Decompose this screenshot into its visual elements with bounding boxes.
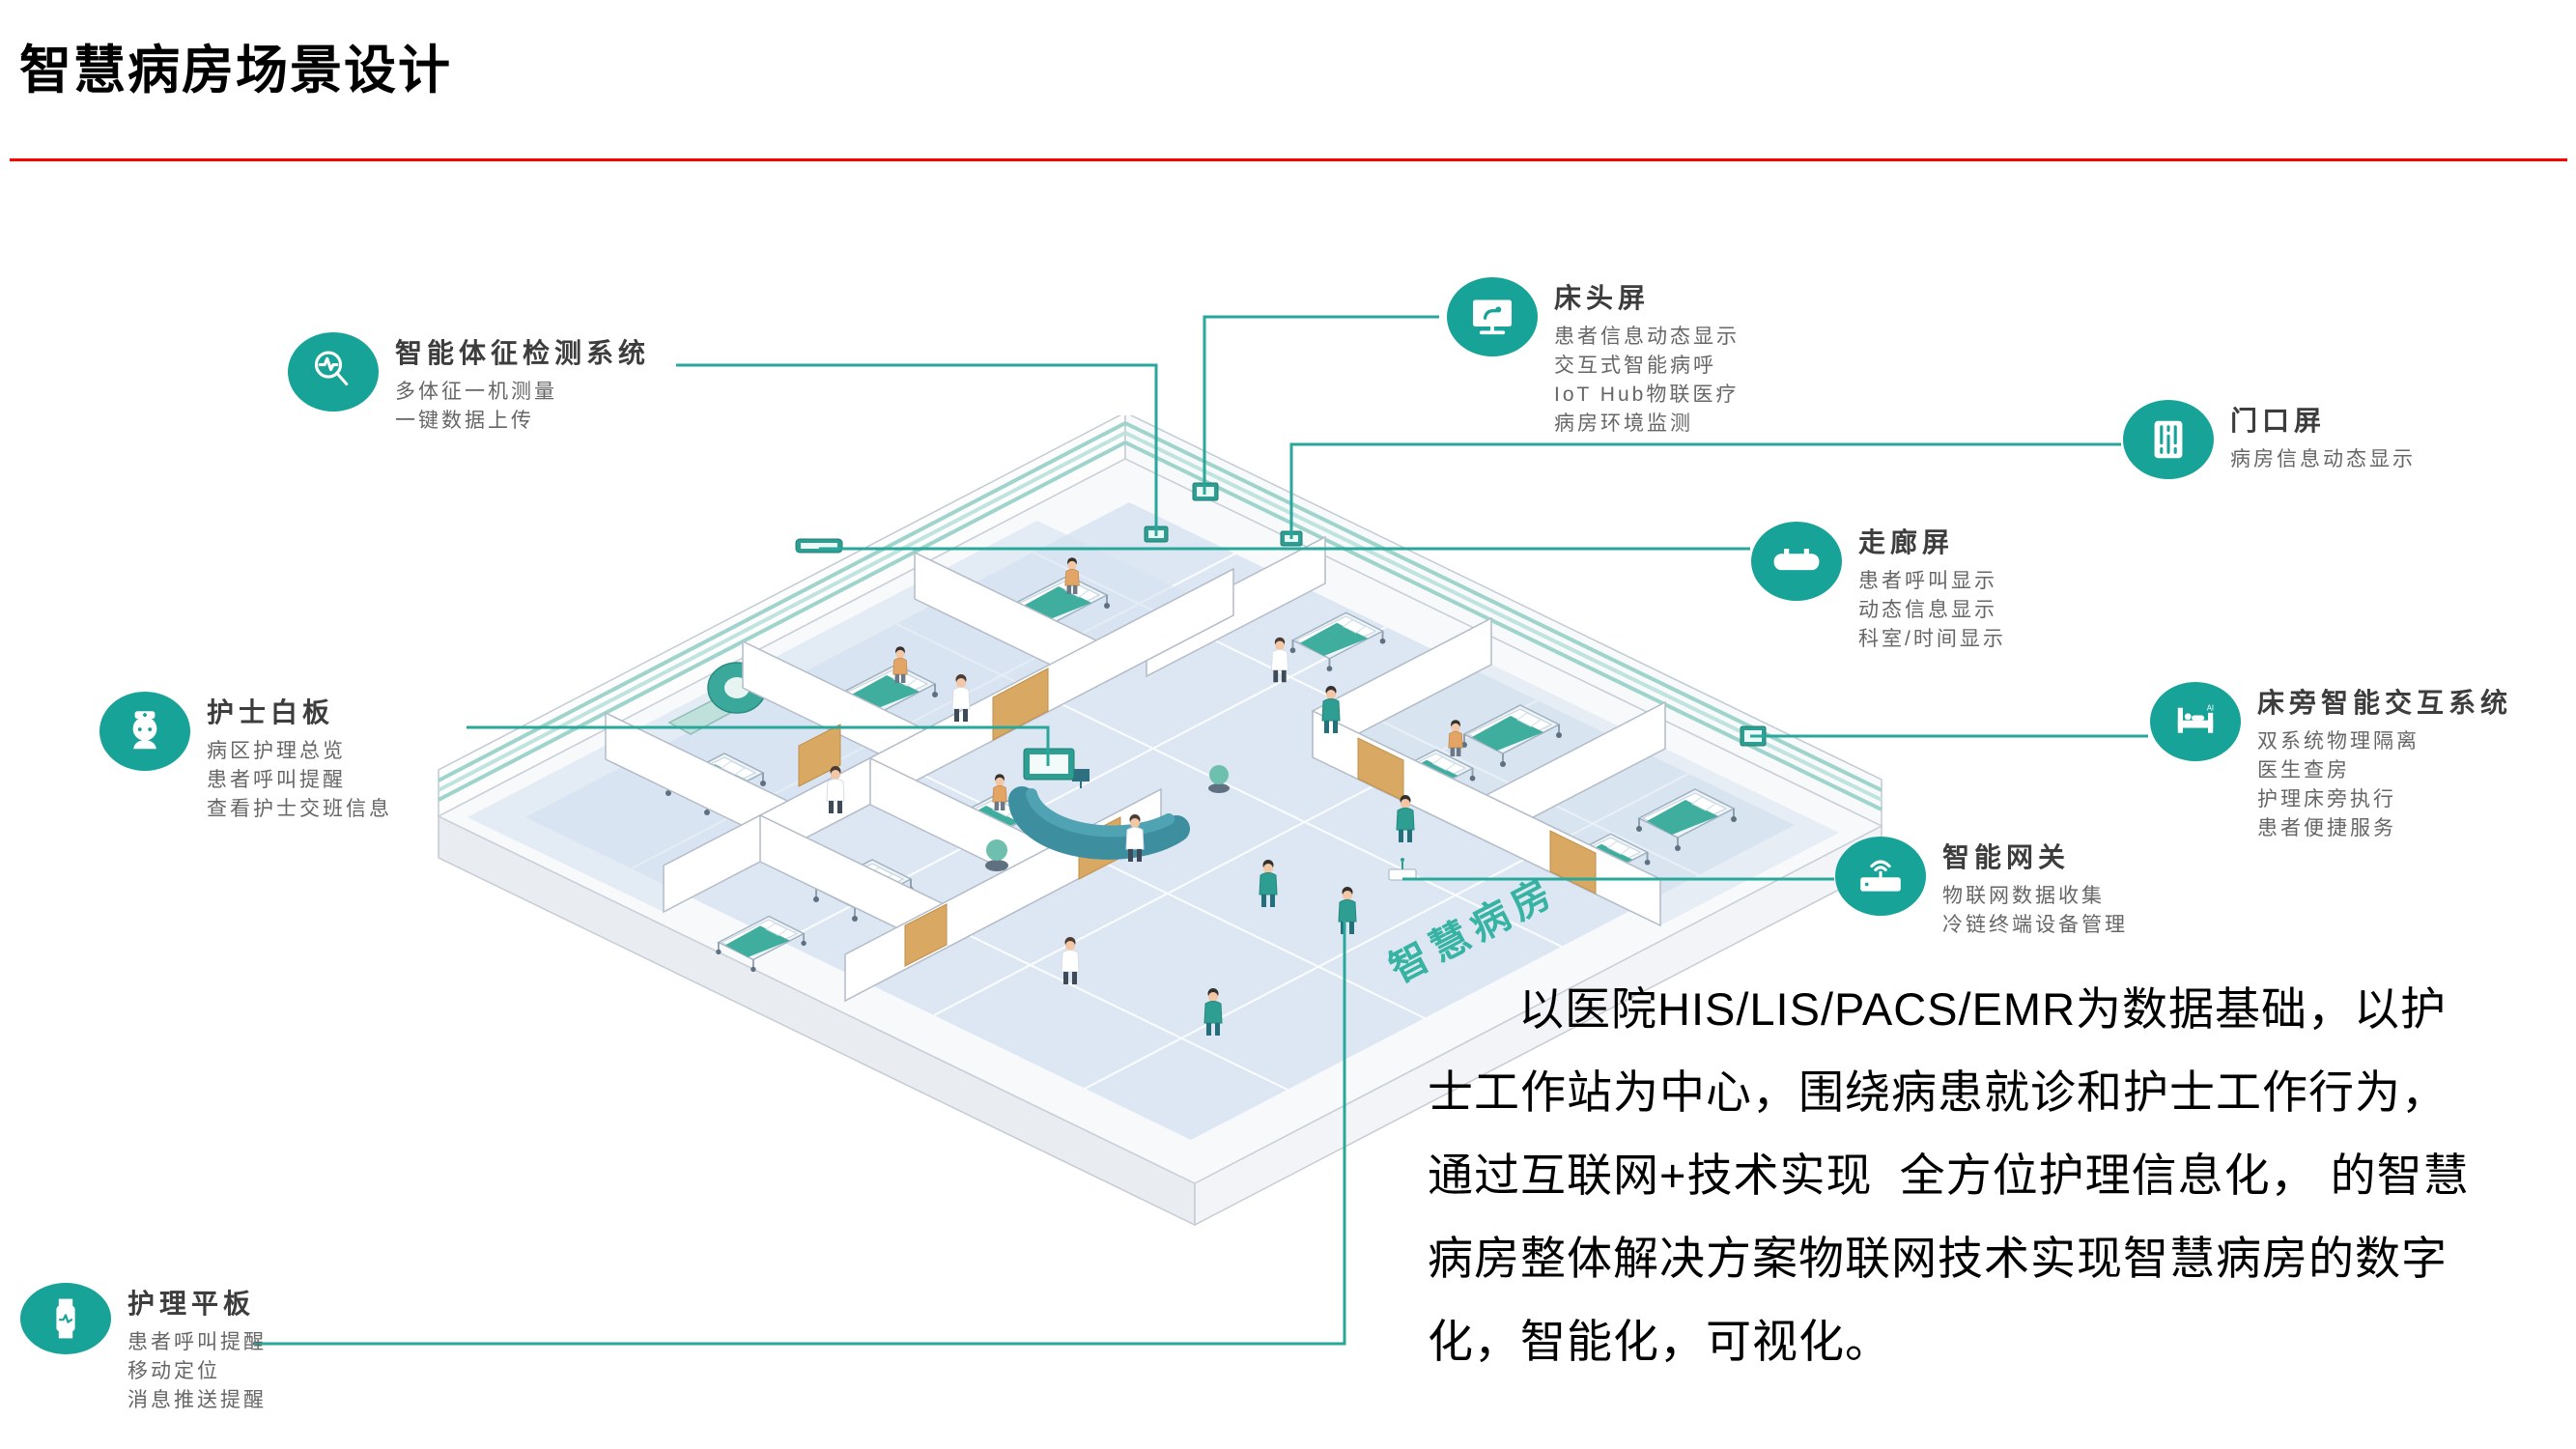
- vital-signs-icon: [288, 332, 379, 412]
- callout-line: 患者呼叫提醒: [127, 1331, 267, 1353]
- callout-title: 护理平板: [127, 1289, 256, 1319]
- door-screen-device: [1280, 530, 1303, 547]
- callout-door-screen: 门口屏 病房信息动态显示: [2123, 400, 2416, 479]
- wearable-tablet-icon: [20, 1283, 111, 1354]
- callout-line: 病区护理总览: [207, 740, 346, 762]
- callout-line: 交互式智能病呼: [1554, 355, 1716, 377]
- corridor-screen-device: [795, 538, 843, 554]
- callout-line: 患者便捷服务: [2257, 817, 2396, 839]
- callout-title: 门口屏: [2230, 406, 2327, 436]
- callout-line: 多体征一机测量: [395, 381, 557, 403]
- callout-title: 床旁智能交互系统: [2257, 688, 2513, 718]
- corridor-screen-icon: [1751, 522, 1842, 601]
- page-title: 智慧病房场景设计: [19, 42, 452, 99]
- nurse-robot-icon: [99, 692, 190, 771]
- callout-smart-gateway: 智能网关 物联网数据收集 冷链终端设备管理: [1835, 837, 2128, 940]
- callout-line: 物联网数据收集: [1942, 885, 2105, 907]
- nurse-whiteboard-device: [1023, 748, 1075, 781]
- svg-text:AI: AI: [2207, 703, 2214, 712]
- callout-line: 病房信息动态显示: [2230, 448, 2416, 470]
- callout-line: 患者呼叫提醒: [207, 769, 346, 791]
- bed-icon: AI: [2150, 682, 2241, 761]
- bedside-interactive-device: [1740, 725, 1767, 747]
- callout-line: 医生查房: [2257, 759, 2350, 781]
- callout-title: 床头屏: [1554, 283, 1651, 313]
- callout-vital-signs: 智能体征检测系统 多体征一机测量 一键数据上传: [288, 332, 650, 436]
- callout-nursing-tablet: 护理平板 患者呼叫提醒 移动定位 消息推送提醒: [20, 1283, 267, 1415]
- callout-line: IoT Hub物联医疗: [1554, 384, 1740, 406]
- callout-line: 冷链终端设备管理: [1942, 914, 2128, 936]
- callout-nurse-whiteboard: 护士白板 病区护理总览 患者呼叫提醒 查看护士交班信息: [99, 692, 392, 824]
- callout-corridor-screen: 走廊屏 患者呼叫显示 动态信息显示 科室/时间显示: [1751, 522, 2006, 654]
- nurse-station: [985, 765, 1230, 871]
- callout-line: 消息推送提醒: [127, 1389, 267, 1411]
- callout-line: 双系统物理隔离: [2257, 730, 2420, 753]
- callout-title: 智能网关: [1942, 842, 2071, 872]
- callout-line: 移动定位: [127, 1360, 220, 1382]
- summary-paragraph: 以医院HIS/LIS/PACS/EMR为数据基础，以护士工作站为中心，围绕病患就…: [1428, 983, 2470, 1367]
- callout-line: 患者呼叫显示: [1858, 570, 1997, 592]
- bedside-screen-device: [1192, 482, 1219, 501]
- callout-line: 患者信息动态显示: [1554, 326, 1740, 348]
- callout-title: 智能体征检测系统: [395, 338, 651, 368]
- callout-bedside-interactive: AI 床旁智能交互系统 双系统物理隔离 医生查房 护理床旁执行 患者便捷服务: [2150, 682, 2512, 843]
- callout-line: 科室/时间显示: [1858, 628, 2006, 650]
- callout-line: 查看护士交班信息: [207, 798, 392, 820]
- door-screen-icon: [2123, 400, 2214, 479]
- callout-title: 走廊屏: [1858, 527, 1955, 557]
- vital-signs-station-device: [1144, 526, 1169, 543]
- callout-line: 动态信息显示: [1858, 599, 1997, 621]
- bedside-screen-icon: [1447, 277, 1538, 356]
- gateway-icon: [1835, 837, 1926, 916]
- title-divider-rule: [10, 158, 2567, 161]
- callout-title: 护士白板: [207, 697, 335, 727]
- callout-line: 护理床旁执行: [2257, 788, 2396, 810]
- callout-bedside-screen: 床头屏 患者信息动态显示 交互式智能病呼 IoT Hub物联医疗 病房环境监测: [1447, 277, 1740, 439]
- callout-line: 一键数据上传: [395, 410, 534, 432]
- callout-line: 病房环境监测: [1554, 412, 1693, 435]
